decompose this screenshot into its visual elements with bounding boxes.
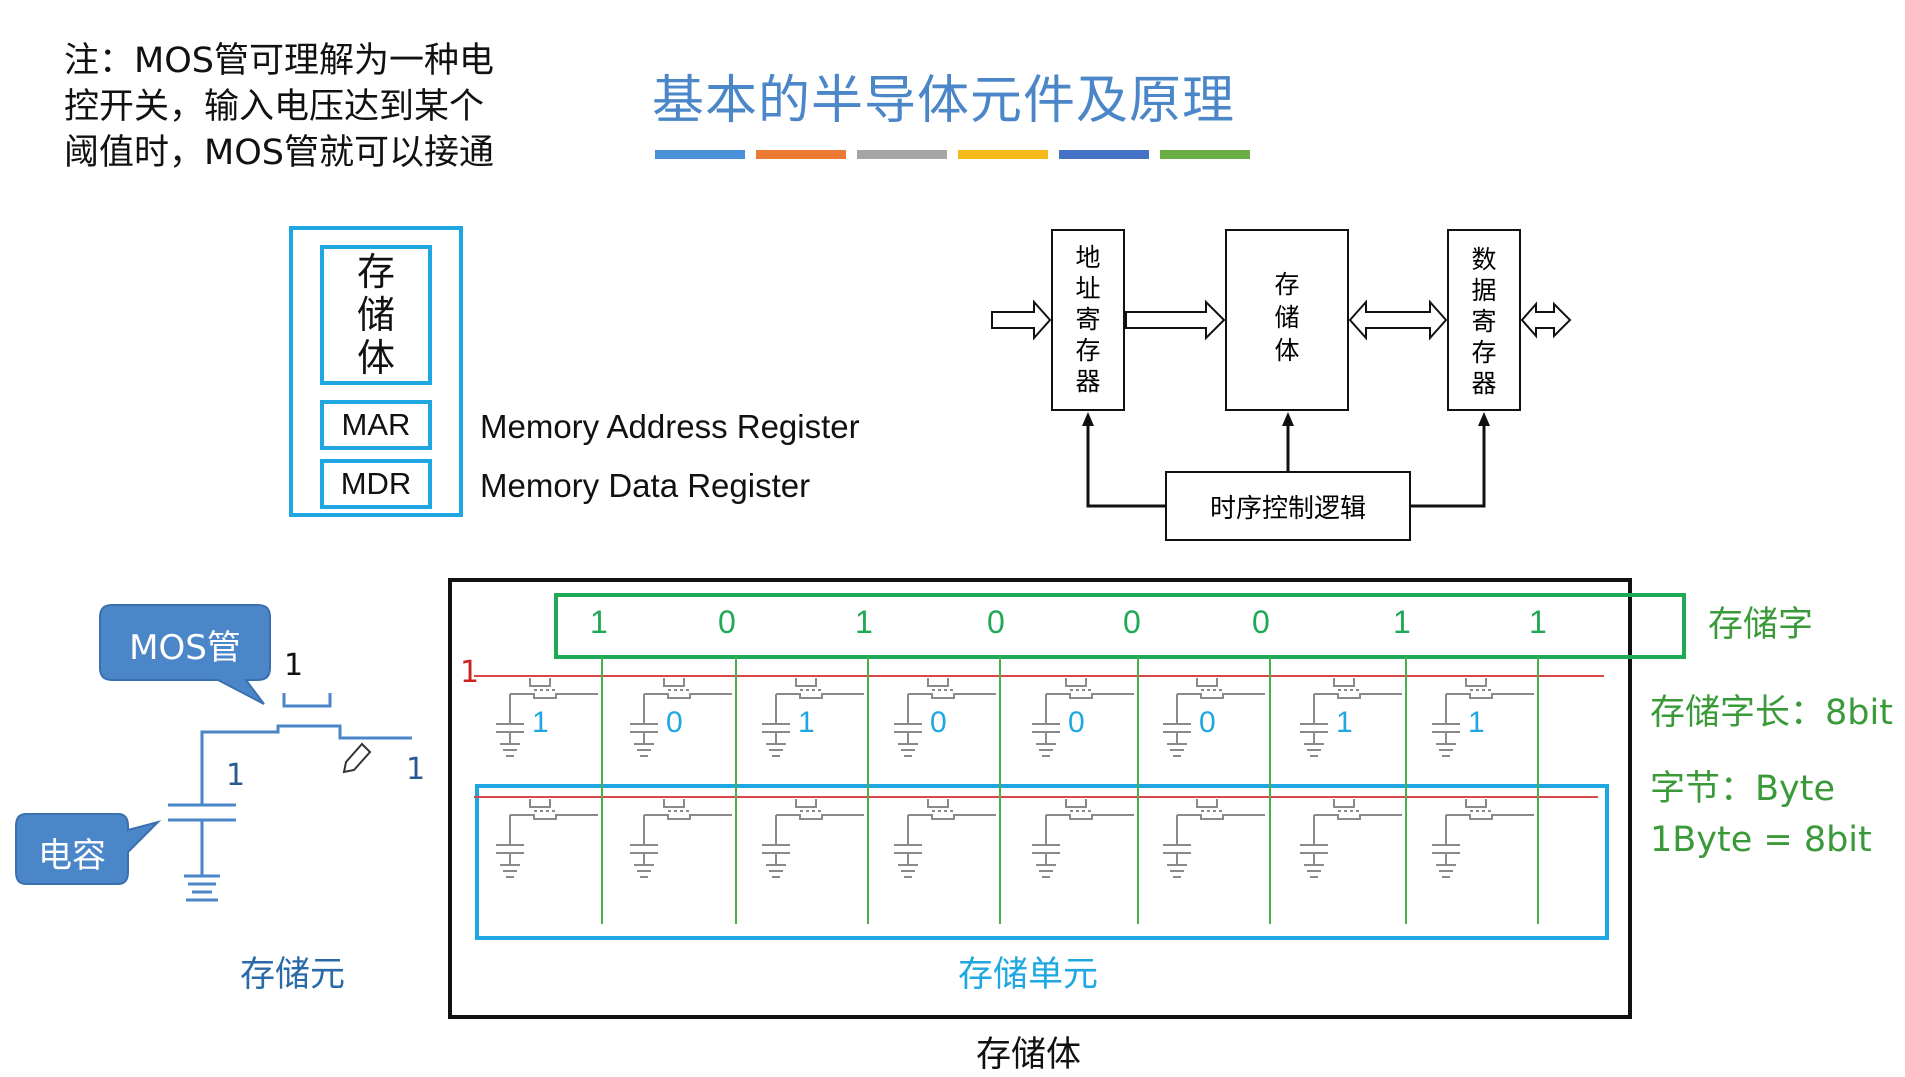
- memory-cell: [761, 798, 865, 878]
- color-bar-6: [1160, 150, 1250, 159]
- color-bar-1: [655, 150, 745, 159]
- column-lines: [601, 657, 1539, 924]
- mos-bubble: MOS管: [129, 628, 241, 668]
- storage-label: 存 储 体: [1265, 268, 1309, 367]
- row-select-value: 1: [460, 655, 480, 690]
- note-line-2: 控开关，输入电压达到某个: [64, 87, 485, 127]
- word-bit: 0: [987, 604, 1005, 640]
- output-arrow: [1520, 301, 1572, 339]
- cells-row-1: [495, 677, 1535, 757]
- memory-block-frame: [289, 226, 463, 517]
- note-line-1: 注：MOS管可理解为一种电: [64, 41, 494, 81]
- word-bit: 0: [1252, 604, 1270, 640]
- cell-bit-value: 0: [1199, 706, 1216, 739]
- color-bar-2: [756, 150, 846, 159]
- note-line-3: 阈值时，MOS管就可以接通: [64, 133, 494, 173]
- storage-data-arrow: [1348, 299, 1448, 341]
- cell-bit-value: 1: [1468, 706, 1485, 739]
- word-bit: 1: [1393, 604, 1411, 640]
- cap-bubble-shape: [15, 813, 162, 885]
- cap-value: 1: [226, 758, 246, 793]
- data-char: 寄: [1471, 307, 1497, 336]
- gate-value: 1: [284, 648, 304, 683]
- storage-char: 体: [1274, 336, 1300, 365]
- color-bar-5: [1059, 150, 1149, 159]
- color-bar-3: [857, 150, 947, 159]
- cell-bit-value: 0: [666, 706, 683, 739]
- memory-array-frame: [448, 578, 1632, 1019]
- storage-unit-frame: [475, 784, 1609, 940]
- cell-bit-value: 1: [798, 706, 815, 739]
- addr-register-box: [1051, 229, 1125, 411]
- cell-bit-value: 0: [1068, 706, 1085, 739]
- storage-char: 存: [1274, 270, 1300, 299]
- slide-title: 基本的半导体元件及原理: [652, 71, 1236, 131]
- cell-caption: 存储元: [240, 955, 346, 995]
- memory-cell: [1162, 798, 1266, 878]
- cells-row-2: [495, 798, 1535, 878]
- memory-cell: [629, 798, 733, 878]
- addr-char: 址: [1075, 274, 1101, 303]
- cell-bit-value: 0: [930, 706, 947, 739]
- pencil-cursor-icon: [342, 742, 372, 774]
- unit-caption: 存储单元: [958, 955, 1099, 995]
- byte-label: 字节：Byte: [1650, 769, 1835, 809]
- data-char: 数: [1471, 245, 1497, 274]
- addr-char: 寄: [1075, 305, 1101, 334]
- addr-register-label: 地 址 寄 存 器: [1066, 242, 1110, 397]
- data-char: 据: [1471, 276, 1497, 305]
- block-diagram: [991, 229, 1572, 541]
- storage-box: [1225, 229, 1349, 411]
- addr-char: 地: [1075, 243, 1101, 272]
- memory-cell: [495, 798, 599, 878]
- cell-bit-value: 1: [1336, 706, 1353, 739]
- mdr-full-name: Memory Data Register: [480, 467, 811, 504]
- cap-bubble: 电容: [38, 836, 106, 876]
- addr-char: 存: [1075, 336, 1101, 365]
- mos-gate: [282, 693, 332, 708]
- addr-to-storage-arrow: [1125, 299, 1226, 341]
- timing-logic-box: [1165, 471, 1411, 541]
- word-bit: 1: [590, 604, 608, 640]
- mdr-box: MDR: [320, 459, 432, 509]
- byte-equation-label: 1Byte = 8bit: [1650, 820, 1872, 860]
- word-length-label: 存储字长：8bit: [1650, 693, 1893, 733]
- word-bit: 0: [1123, 604, 1141, 640]
- color-bar-4: [958, 150, 1048, 159]
- mar-full-name: Memory Address Register: [480, 408, 860, 445]
- single-cell: [168, 693, 412, 902]
- memory-body-box: 存 储 体: [320, 245, 432, 385]
- input-arrow: [991, 299, 1052, 341]
- word-label: 存储字: [1708, 605, 1814, 645]
- memory-cell: [1431, 798, 1535, 878]
- timing-logic-label: 时序控制逻辑: [1209, 494, 1366, 524]
- memory-body-char-1: 存: [356, 250, 395, 294]
- note-text: 注：MOS管可理解为一种电 控开关，输入电压达到某个 阈值时，MOS管就可以接通: [64, 38, 544, 176]
- storage-word-frame: [554, 593, 1686, 659]
- data-char: 存: [1471, 338, 1497, 367]
- out-value: 1: [406, 752, 426, 787]
- body-caption: 存储体: [976, 1035, 1082, 1075]
- word-bit: 1: [855, 604, 873, 640]
- word-bit: 1: [1529, 604, 1547, 640]
- memory-cell: [1299, 798, 1403, 878]
- addr-char: 器: [1075, 367, 1101, 396]
- data-char: 器: [1471, 369, 1497, 398]
- mar-box: MAR: [320, 400, 432, 450]
- mos-bubble-shape: [99, 604, 271, 705]
- memory-cell: [1031, 798, 1135, 878]
- cell-bit-value: 1: [532, 706, 549, 739]
- memory-body-char-3: 体: [356, 336, 395, 380]
- memory-body-char-2: 储: [356, 293, 395, 337]
- data-register-box: [1447, 229, 1521, 411]
- word-bit: 0: [718, 604, 736, 640]
- memory-cell: [893, 798, 997, 878]
- data-register-label: 数 据 寄 存 器: [1462, 244, 1506, 399]
- storage-char: 储: [1274, 303, 1300, 332]
